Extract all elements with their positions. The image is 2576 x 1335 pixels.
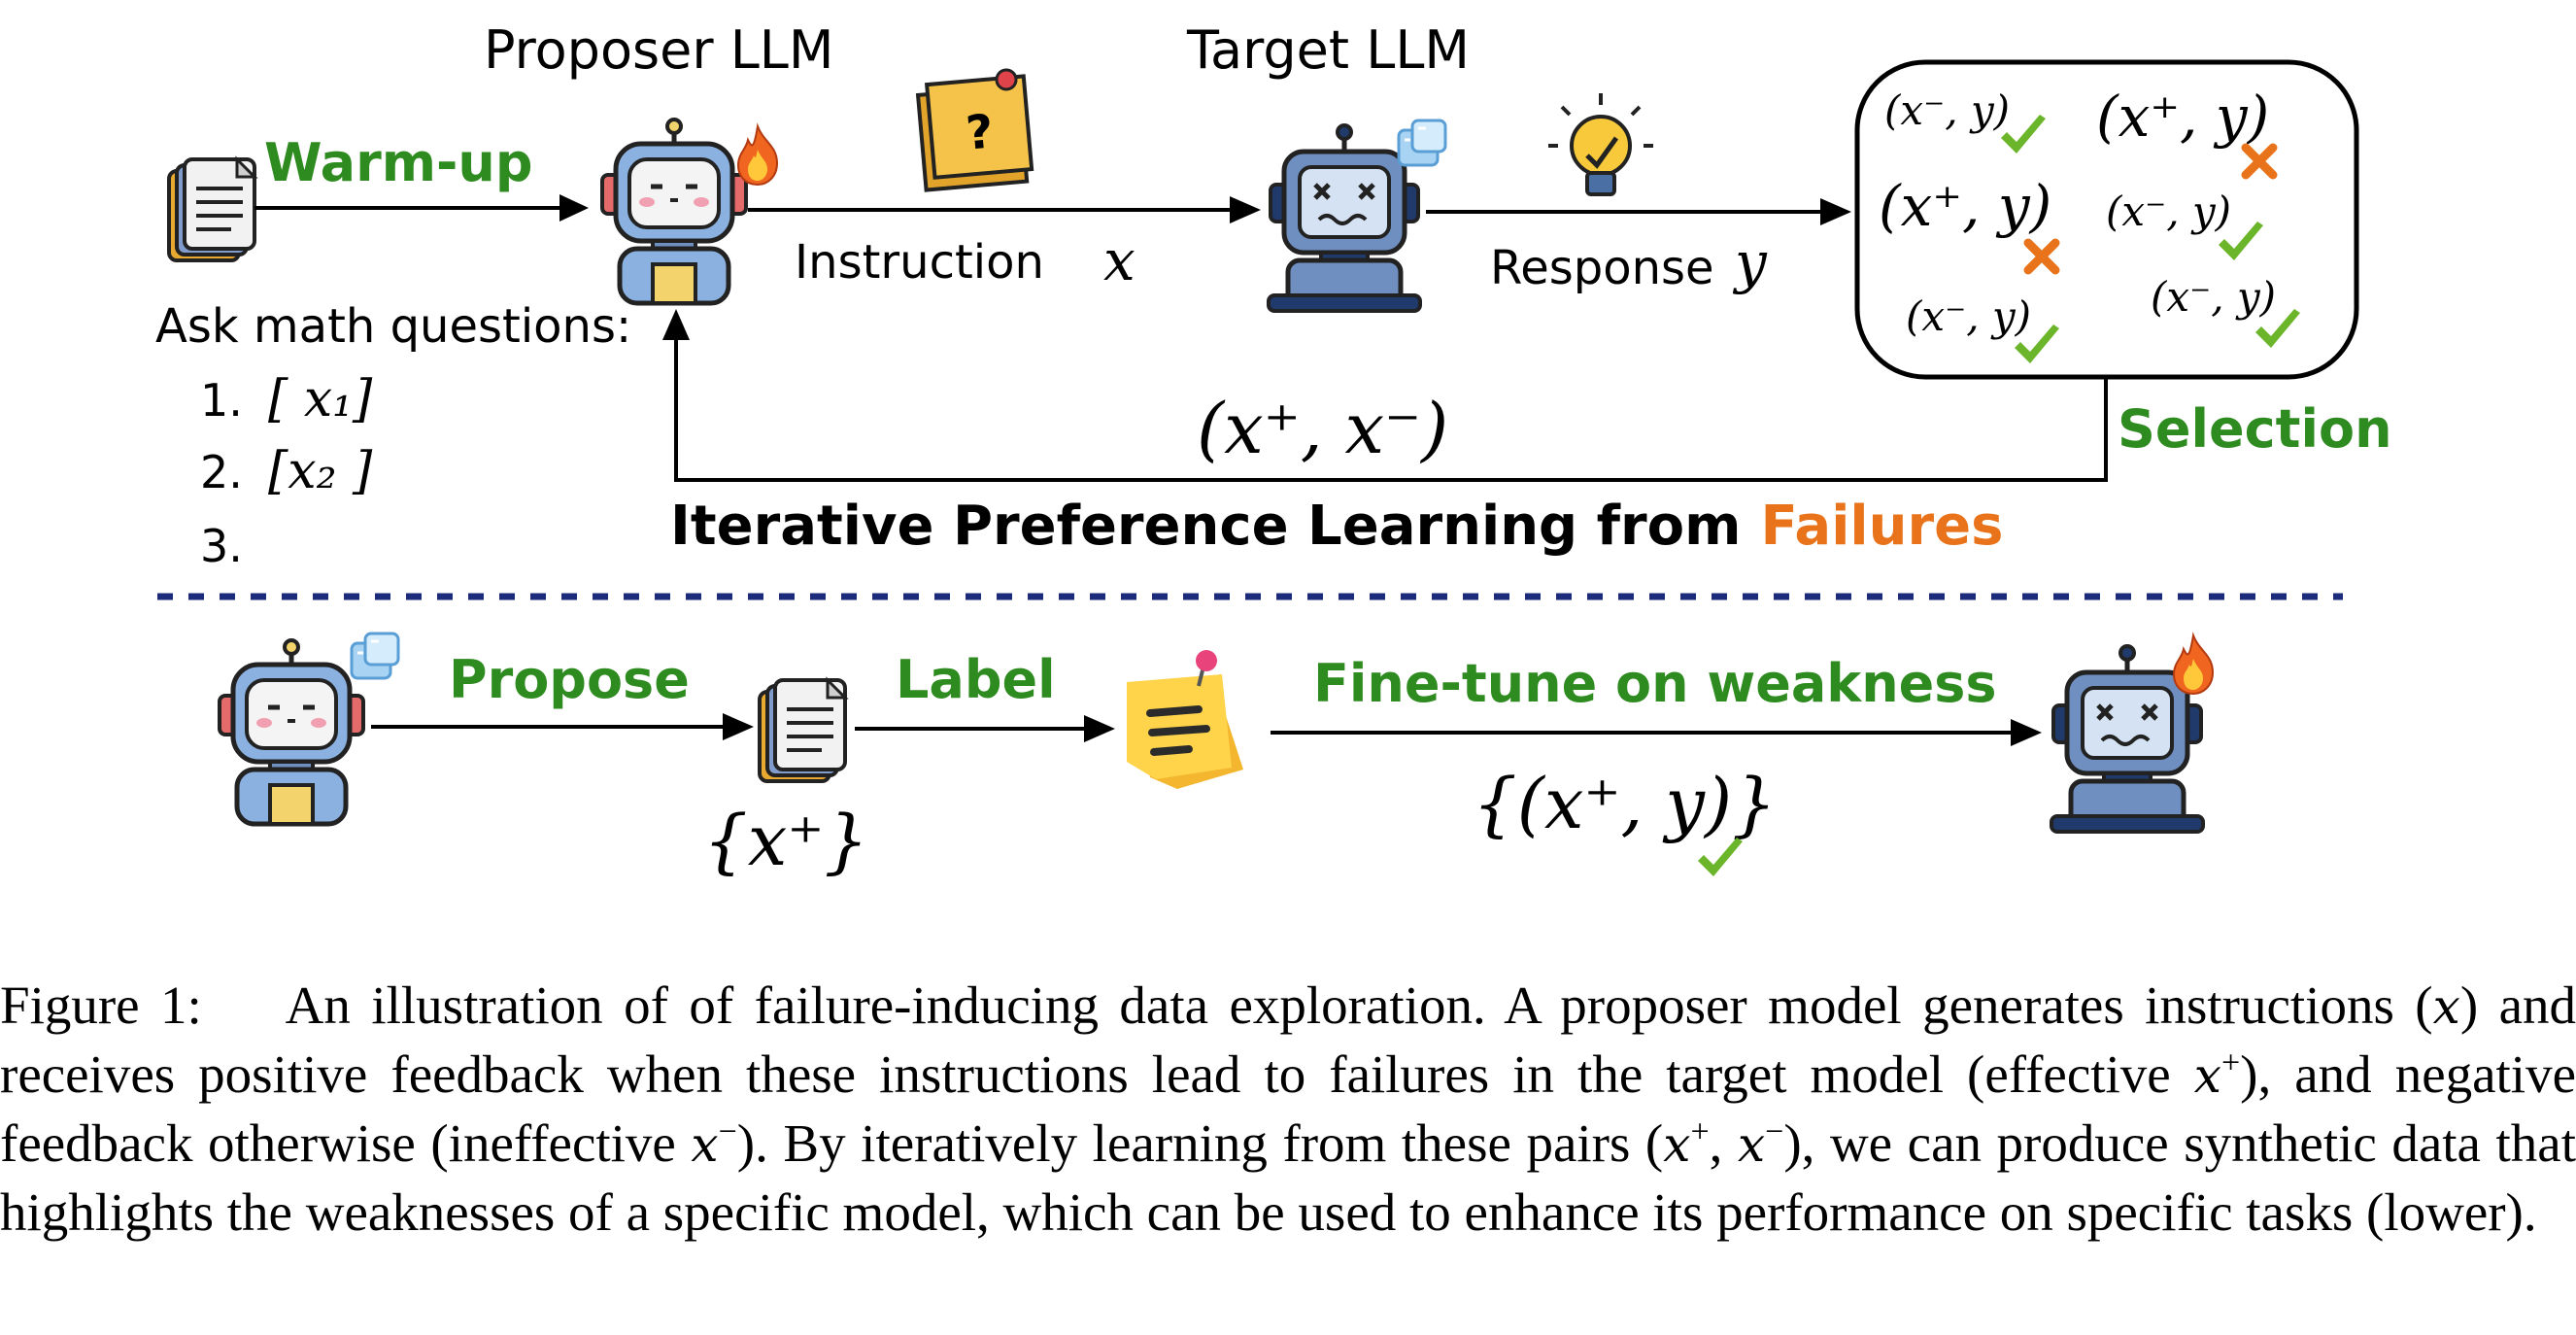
caption-text: ), we can produce synthetic data that hi… [0,1113,2576,1242]
response-var: y [1732,229,1768,295]
set-xy-label: {(x⁺, y)} [1473,763,1777,844]
target-title: Target LLM [1186,19,1470,81]
label-label: Label [896,649,1056,710]
ask-item-text: [ x₁] [268,370,373,428]
document-icon [167,157,256,262]
caption-math: x [1737,1116,1766,1173]
caption-text: An illustration of of failure-inducing d… [285,976,2433,1035]
caption-math: x [691,1116,719,1173]
pair-label: (x⁺, x⁻) [1197,388,1448,469]
result-pair: (x⁻, y) [2151,273,2276,321]
figure-caption: Figure 1: An illustration of of failure-… [0,972,2576,1247]
proposer-robot-icon [220,640,363,824]
set-x-label: {x⁺} [703,800,868,881]
ask-item-num: 2. [200,446,243,498]
caption-math: − [1765,1113,1784,1150]
proposer-title: Proposer LLM [484,19,833,81]
result-pair: (x⁺, y) [1879,173,2051,239]
warmup-label: Warm-up [264,132,533,193]
result-pair: (x⁺, y) [2096,84,2269,150]
ask-item-num: 1. [200,374,243,427]
failures-highlight: Failures [1760,495,2003,558]
result-pair: (x⁻, y) [1906,292,2031,340]
selection-label: Selection [2118,398,2392,460]
caption-math: + [1690,1113,1710,1150]
sticky-note-question-icon: ? [915,68,1034,192]
ice-cube-icon [1397,119,1447,167]
result-pair: (x⁻, y) [1884,86,2010,134]
caption-math: + [2220,1044,2241,1081]
iterative-text: Iterative Preference Learning from [670,495,1741,558]
sticky-note-pin-icon [1127,650,1243,789]
figure-label: Figure 1: [0,976,202,1035]
caption-math: − [718,1113,737,1150]
caption-math: x [2432,978,2460,1035]
instruction-var: x [1103,227,1135,293]
propose-label: Propose [449,649,690,710]
caption-text: ) and receives positive feedback when th… [0,976,2576,1104]
ask-title: Ask math questions: [155,299,631,354]
feedback-loop-line [674,340,2108,482]
bottom-panel: Propose {x⁺} Label Fine-tune on weakness… [220,632,2214,881]
iterative-title: Iterative Preference Learning from Failur… [670,495,2003,558]
question-mark: ? [964,104,996,160]
fire-icon [737,125,778,186]
caption-text: ). By iteratively learning from these pa… [736,1113,1664,1173]
document-icon [758,678,847,783]
instruction-label: Instruction [795,235,1044,290]
ask-item-text: [x₂ ] [268,442,373,500]
caption-text: ), and negative feedback otherwise (inef… [0,1044,2576,1173]
caption-text: , [1709,1113,1738,1173]
top-panel: Warm-up Proposer LLM Ask math questions:… [155,19,2392,572]
caption-math: x [2193,1047,2221,1104]
fire-icon [2173,634,2214,695]
ice-cube-icon [350,632,400,680]
result-pair: (x⁻, y) [2106,188,2231,235]
response-label: Response [1490,241,1714,295]
ask-item-num: 3. [200,520,243,572]
proposer-robot-icon [602,120,746,303]
lightbulb-icon [1548,93,1653,196]
caption-math: x [1663,1116,1691,1173]
finetune-label: Fine-tune on weakness [1313,653,1997,714]
